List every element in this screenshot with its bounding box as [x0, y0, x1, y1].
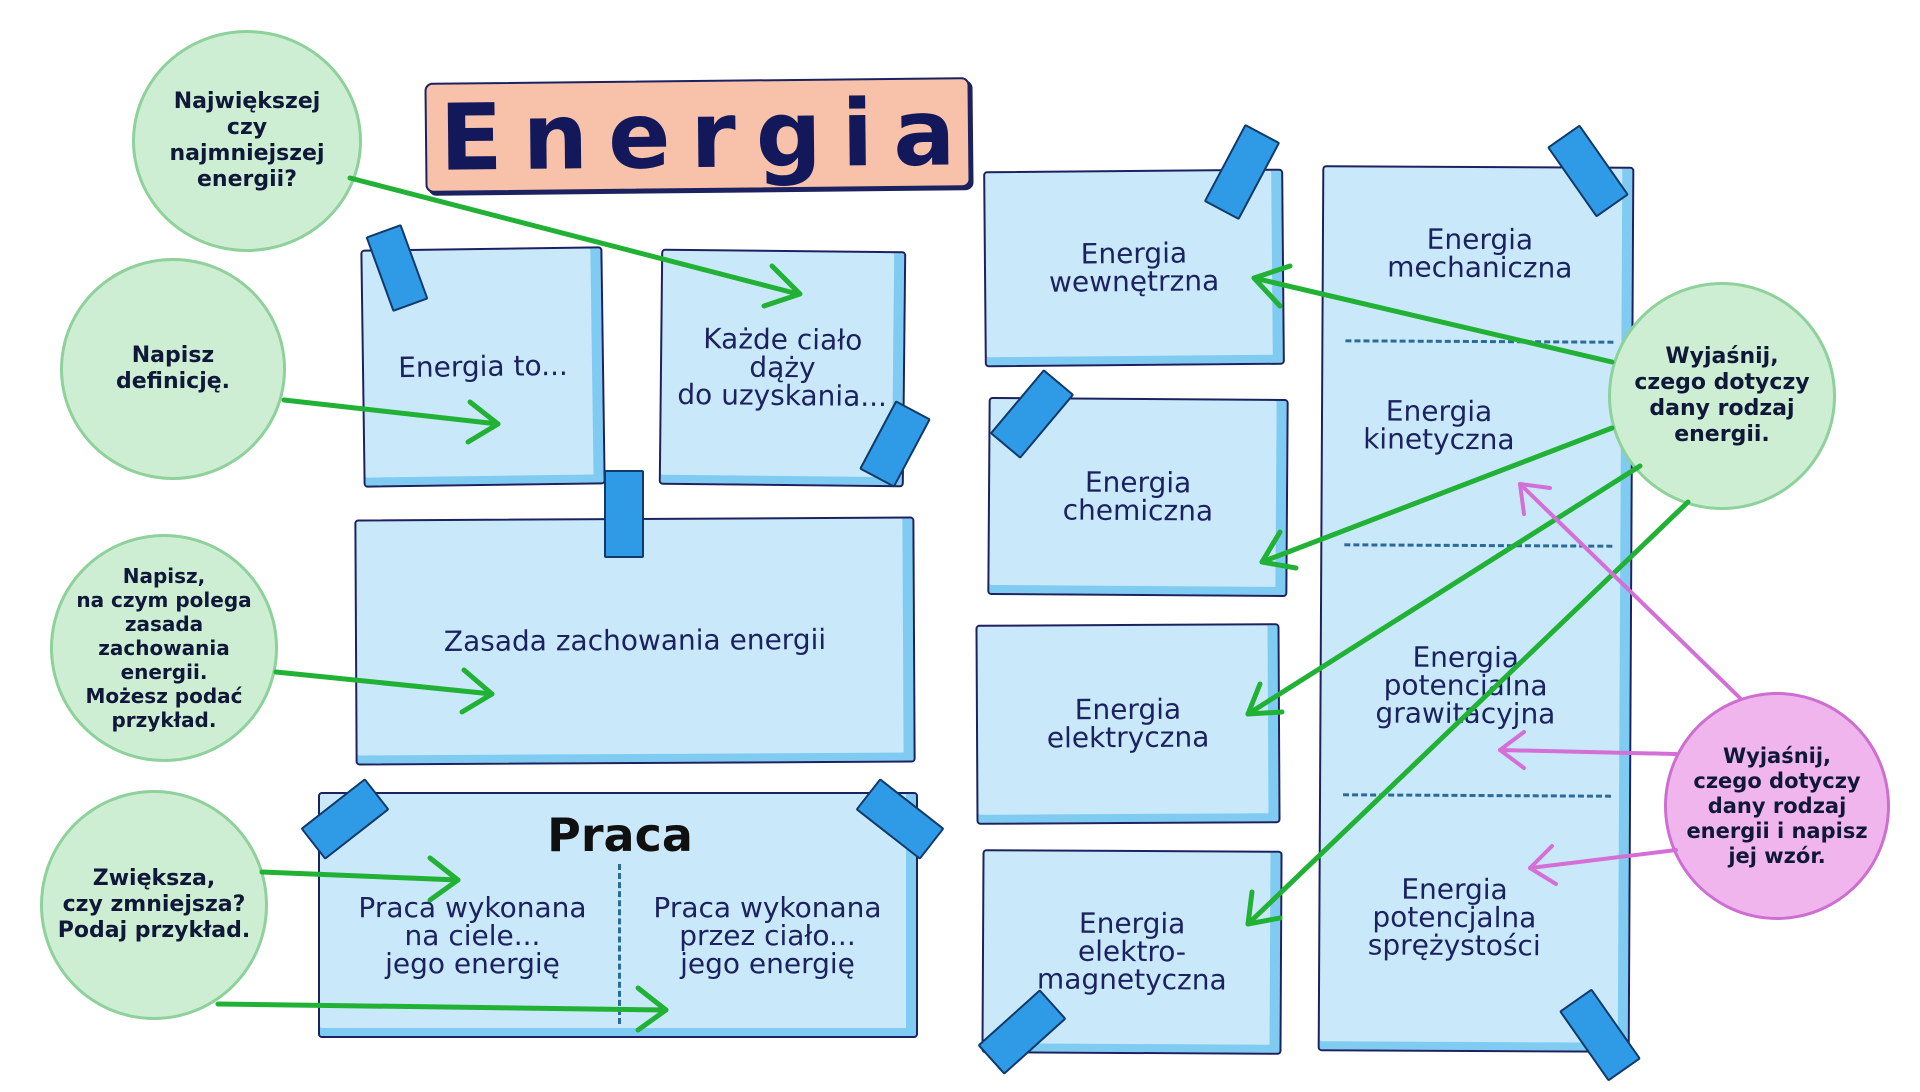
bubble-write-definition: Napisz definicję.	[60, 258, 286, 480]
bubble-increase-decrease-text: Zwiększa, czy zmniejsza? Podaj przykład.	[57, 866, 251, 943]
work-title: Praca	[547, 808, 693, 862]
arrow-to-gravitational	[1498, 730, 1678, 770]
tape	[604, 470, 644, 558]
bubble-explain-type: Wyjaśnij, czego dotyczy dany rodzaj ener…	[1608, 282, 1836, 510]
work-on-body-text: Praca wykonana na ciele... jego energię	[358, 891, 587, 980]
bubble-explain-formula: Wyjaśnij, czego dotyczy dany rodzaj ener…	[1664, 692, 1890, 920]
arrow-to-elastic	[1528, 844, 1678, 886]
bubble-increase-decrease: Zwiększa, czy zmniejsza? Podaj przykład.	[40, 790, 268, 1020]
bubble-explain-formula-text: Wyjaśnij, czego dotyczy dany rodzaj ener…	[1686, 743, 1868, 868]
bubble-largest-smallest: Największej czy najmniejszej energii?	[132, 30, 362, 252]
bubble-write-definition-text: Napisz definicję.	[115, 343, 231, 394]
arrow-to-electric	[1245, 463, 1643, 717]
arrow-largest-to-smallest	[347, 175, 803, 309]
work-divider	[618, 864, 621, 1024]
arrow-to-electromagnetic	[1245, 499, 1691, 927]
bubble-explain-type-text: Wyjaśnij, czego dotyczy dany rodzaj ener…	[1634, 344, 1810, 447]
arrow-work-by-body	[215, 985, 669, 1033]
work-by-body-text: Praca wykonana przez ciało... jego energ…	[653, 891, 882, 980]
arrow-to-internal	[1251, 263, 1615, 365]
arrow-conservation	[273, 667, 495, 715]
bubble-conservation-text: Napisz, na czym polega zasada zachowania…	[76, 564, 252, 732]
arrow-to-kinetic	[1518, 482, 1742, 700]
bubble-largest-smallest-text: Największej czy najmniejszej energii?	[169, 89, 325, 192]
bubble-conservation: Napisz, na czym polega zasada zachowania…	[50, 534, 278, 762]
card-work: Praca Praca wykonana na ciele... jego en…	[318, 792, 918, 1038]
arrow-work-on-body	[259, 855, 461, 903]
arrow-to-chemical	[1259, 425, 1615, 571]
arrow-definition	[281, 397, 501, 445]
